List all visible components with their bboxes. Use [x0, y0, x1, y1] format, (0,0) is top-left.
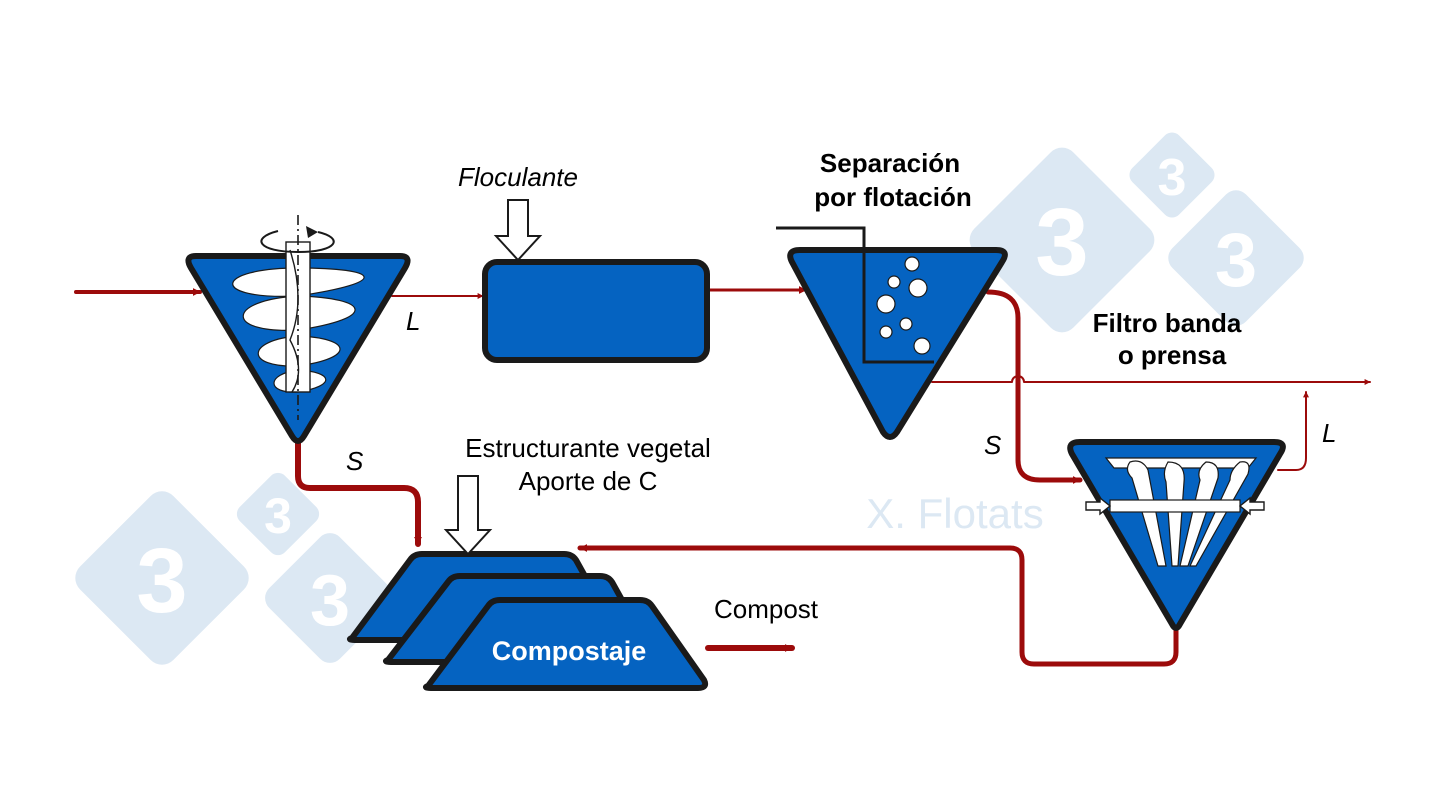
- flow-flotation-liquid-out: [931, 375, 1371, 385]
- label-compostaje: Compostaje: [492, 636, 647, 666]
- watermark-digit: 3: [136, 530, 187, 632]
- flotation-separator: [776, 226, 1008, 440]
- flocculation-tank: [482, 259, 710, 363]
- watermark-digit: 3: [310, 561, 350, 641]
- label-filtro-line1: Filtro banda: [1093, 308, 1242, 338]
- label-solid-flotation: S: [984, 430, 1002, 460]
- watermark-digit: 3: [264, 488, 292, 544]
- label-filtro-line2: o prensa: [1118, 340, 1227, 370]
- watermark-digit: 3: [1035, 189, 1088, 296]
- watermark-author: X. Flotats: [866, 490, 1043, 537]
- composting-piles: [347, 551, 709, 691]
- flow-screw-solid-to-compost: [295, 437, 422, 547]
- screw-separator: [185, 215, 411, 444]
- compost-pile-front: [423, 597, 709, 691]
- belt-filter-press: [1067, 439, 1286, 631]
- flow-lines: [74, 286, 1371, 667]
- label-solid-screw: S: [346, 446, 364, 476]
- floculante-input-arrow-icon: [493, 199, 543, 262]
- label-estructurante-line2: Aporte de C: [519, 466, 658, 496]
- label-separacion-line1: Separación: [820, 148, 960, 178]
- label-compost: Compost: [714, 594, 819, 624]
- label-separacion-line2: por flotación: [814, 182, 971, 212]
- label-liquid-screw: L: [406, 306, 420, 336]
- flow-filter-solid-to-compost: [577, 544, 1179, 667]
- press-arrows-icon: [1085, 496, 1265, 516]
- estructurante-input-arrow-icon: [443, 475, 493, 556]
- watermark-digit: 3: [1158, 149, 1187, 207]
- watermark-digit: 3: [1215, 218, 1257, 303]
- label-liquid-filter: L: [1322, 418, 1336, 448]
- air-bubbles: [876, 256, 931, 355]
- flow-filter-liquid-up: [1277, 391, 1309, 471]
- rotation-arrow-icon: [260, 230, 335, 254]
- flow-flotation-solid-to-filter: [985, 289, 1083, 484]
- label-estructurante-line1: Estructurante vegetal: [465, 433, 711, 463]
- flotation-baffle: [776, 226, 934, 364]
- flotation-cone-vessel: [787, 247, 1008, 440]
- watermark-logo-top-right: 3 3 3: [969, 132, 1304, 333]
- label-floculante: Floculante: [458, 162, 578, 192]
